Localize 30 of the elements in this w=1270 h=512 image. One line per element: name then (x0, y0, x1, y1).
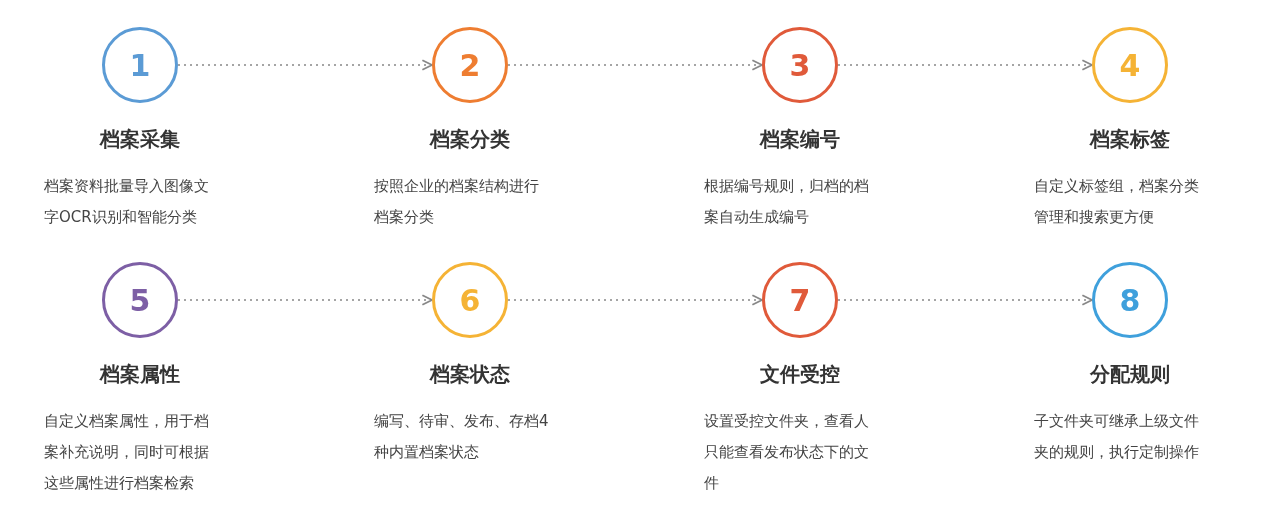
step-description: 根据编号规则，归档的档案自动生成编号 (704, 176, 870, 228)
step-description: 编写、待审、发布、存档4种内置档案状态 (374, 411, 550, 463)
step-title: 分配规则 (1090, 361, 1170, 388)
step-circle: 1 (102, 27, 178, 103)
step-circle: 5 (102, 262, 178, 338)
dotted-arrow (507, 59, 763, 71)
step-circle: 4 (1092, 27, 1168, 103)
step-title: 文件受控 (760, 361, 840, 388)
dotted-arrow (837, 59, 1093, 71)
dotted-arrow (177, 294, 433, 306)
step-description: 档案资料批量导入图像文字OCR识别和智能分类 (44, 176, 210, 228)
step-title: 档案分类 (430, 126, 510, 153)
step-circle: 7 (762, 262, 838, 338)
step-description: 自定义档案属性，用于档案补充说明，同时可根据这些属性进行档案检索 (44, 411, 210, 494)
step-description: 子文件夹可继承上级文件夹的规则，执行定制操作 (1034, 411, 1200, 463)
dotted-arrow (507, 294, 763, 306)
step-circle: 8 (1092, 262, 1168, 338)
step-circle: 2 (432, 27, 508, 103)
dotted-arrow (837, 294, 1093, 306)
step-circle: 6 (432, 262, 508, 338)
step-title: 档案采集 (100, 126, 180, 153)
step-title: 档案标签 (1090, 126, 1170, 153)
step-description: 按照企业的档案结构进行档案分类 (374, 176, 540, 228)
step-description: 自定义标签组，档案分类管理和搜索更方便 (1034, 176, 1200, 228)
step-circle: 3 (762, 27, 838, 103)
dotted-arrow (177, 59, 433, 71)
step-description: 设置受控文件夹，查看人只能查看发布状态下的文件 (704, 411, 870, 494)
step-title: 档案状态 (430, 361, 510, 388)
step-title: 档案编号 (760, 126, 840, 153)
step-title: 档案属性 (100, 361, 180, 388)
